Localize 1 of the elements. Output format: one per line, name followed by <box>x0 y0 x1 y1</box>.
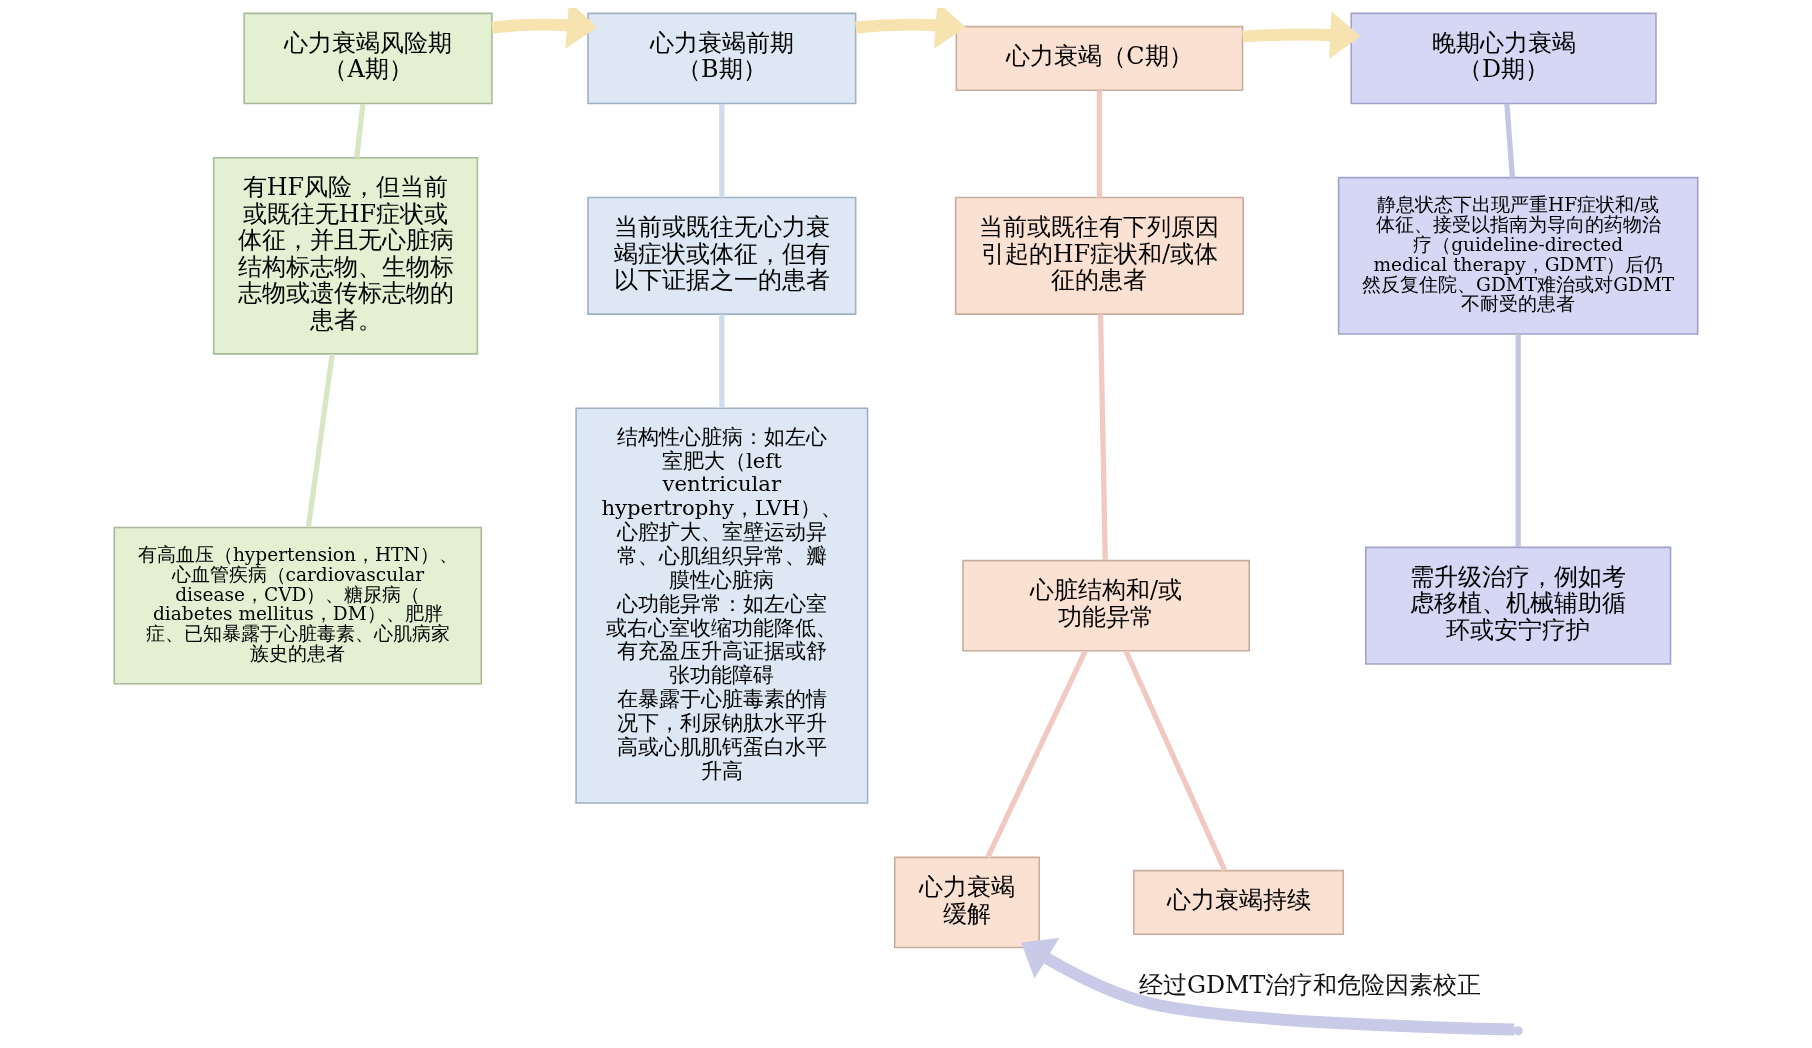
edge-label: 经过GDMT治疗和危险因素校正 <box>1138 971 1482 1000</box>
